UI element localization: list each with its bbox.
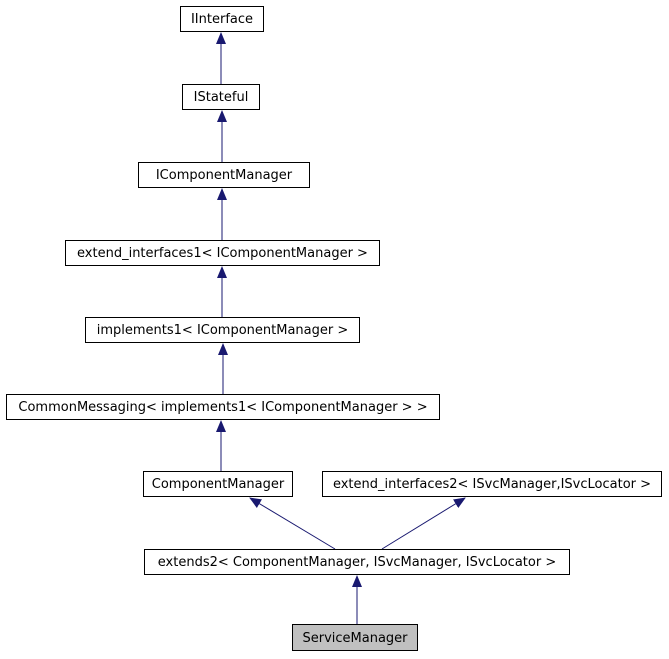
class-node-label: IInterface [190, 12, 254, 27]
inheritance-arrow-extends2-to-componentmanager [249, 497, 336, 550]
class-node-extend-interfaces2[interactable]: extend_interfaces2< ISvcManager,ISvcLoca… [322, 471, 662, 497]
class-node-label: extend_interfaces2< ISvcManager,ISvcLoca… [332, 477, 652, 492]
class-node-istateful[interactable]: IStateful [182, 84, 260, 110]
class-node-label: IStateful [193, 90, 249, 105]
class-node-extends2[interactable]: extends2< ComponentManager, ISvcManager,… [144, 549, 570, 575]
class-node-label: extends2< ComponentManager, ISvcManager,… [157, 555, 557, 570]
class-node-iinterface[interactable]: IInterface [180, 6, 264, 32]
inheritance-arrow-extends2-to-extend-interfaces2 [381, 497, 466, 550]
class-node-componentmanager[interactable]: ComponentManager [143, 471, 293, 497]
class-node-servicemanager: ServiceManager [292, 624, 418, 651]
class-node-label: ServiceManager [302, 630, 408, 646]
class-node-label: ComponentManager [151, 477, 285, 492]
class-node-label: IComponentManager [155, 168, 293, 183]
class-node-implements1[interactable]: implements1< IComponentManager > [85, 317, 360, 343]
class-node-label: implements1< IComponentManager > [96, 323, 349, 338]
class-node-extend-interfaces1[interactable]: extend_interfaces1< IComponentManager > [65, 240, 380, 266]
class-node-commonmessaging[interactable]: CommonMessaging< implements1< IComponent… [6, 394, 440, 420]
class-node-label: CommonMessaging< implements1< IComponent… [18, 400, 428, 415]
class-node-label: extend_interfaces1< IComponentManager > [77, 246, 368, 261]
class-node-icomponentmanager[interactable]: IComponentManager [138, 162, 310, 188]
